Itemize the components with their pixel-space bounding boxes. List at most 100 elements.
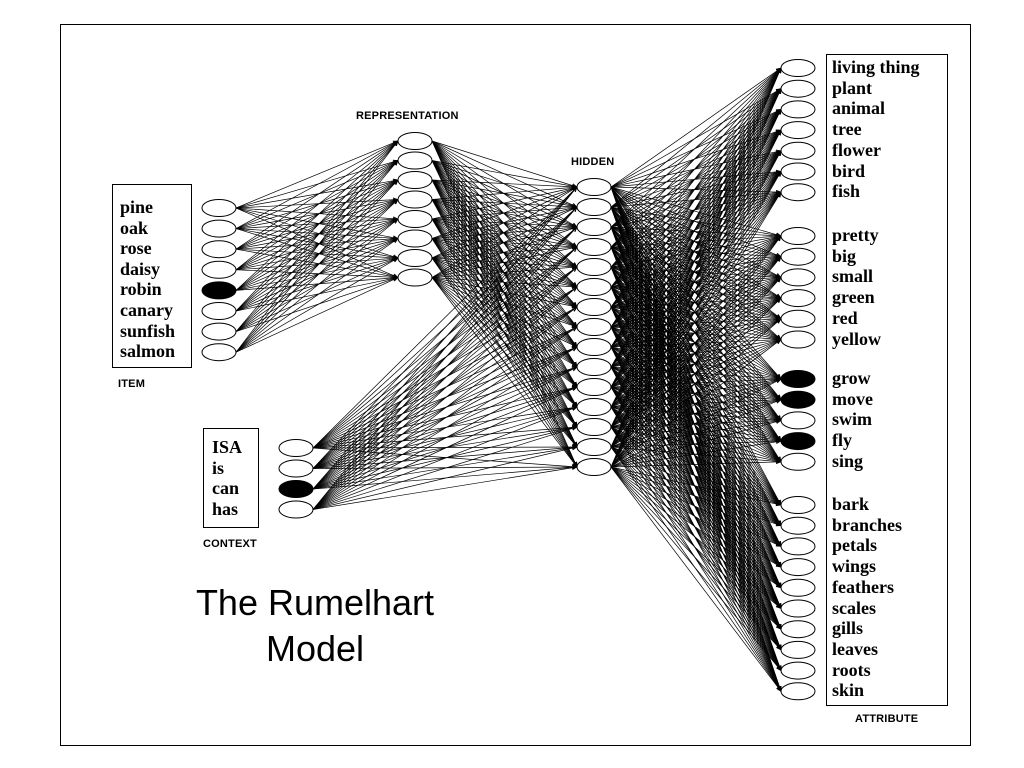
connection-arrow — [235, 239, 398, 271]
connection-arrow — [431, 277, 577, 348]
connection-arrow — [235, 207, 398, 239]
connection-arrow — [610, 466, 781, 526]
connection-arrow — [610, 68, 781, 348]
connection-arrow — [312, 207, 577, 510]
representation-unit — [397, 171, 433, 189]
connection-arrow — [235, 228, 398, 278]
connection-arrow — [235, 239, 398, 332]
connection-arrow — [610, 68, 782, 468]
slide-title-line1: The Rumelhart — [195, 582, 435, 623]
connection-arrow — [235, 219, 398, 229]
connection-arrow — [235, 180, 398, 209]
slide-title: The Rumelhart Model — [150, 580, 480, 672]
attribute-unit-leaves — [780, 640, 816, 659]
word-bird: bird — [832, 160, 866, 181]
connection-arrow — [431, 140, 577, 187]
context-unit-can — [278, 480, 314, 498]
connection-arrow — [610, 466, 781, 567]
connection-arrow — [235, 278, 398, 312]
connection-arrow — [235, 200, 398, 332]
connection-arrow — [235, 180, 398, 229]
connection-arrow — [610, 340, 781, 468]
item-unit-robin — [201, 281, 237, 300]
attribute-unit-roots — [780, 661, 816, 680]
connection-arrow — [235, 219, 398, 250]
attribute-unit-feathers — [780, 578, 816, 597]
word-grow: grow — [832, 368, 871, 388]
connection-arrow — [235, 258, 398, 353]
connection-arrow — [610, 68, 781, 248]
connection-arrow — [610, 151, 781, 468]
connection-arrow — [235, 141, 398, 229]
representation-unit — [397, 151, 433, 170]
word-robin: robin — [120, 279, 162, 300]
word-bark: bark — [832, 494, 870, 514]
connection-arrow — [431, 187, 577, 259]
connection-arrow — [610, 426, 781, 505]
connection-arrow — [235, 141, 398, 291]
connection-arrow — [235, 228, 398, 258]
word-yellow: yellow — [832, 328, 881, 349]
connection-arrow — [235, 180, 398, 332]
connection-arrow — [610, 466, 781, 546]
connection-arrow — [610, 186, 781, 505]
connection-arrow — [431, 187, 577, 278]
attribute-unit-living-thing — [780, 59, 816, 77]
attribute-unit-bird — [780, 162, 816, 181]
hidden-unit — [576, 418, 612, 436]
connection-arrow — [235, 199, 398, 271]
unit-nodes — [201, 59, 816, 701]
connection-arrow — [235, 180, 398, 271]
connection-arrow — [610, 236, 781, 268]
context-unit-has — [278, 500, 314, 519]
connection-arrow — [610, 466, 781, 609]
connection-arrow — [312, 407, 577, 510]
connection-arrow — [312, 287, 577, 510]
attribute-unit-branches — [780, 516, 816, 535]
connection-arrow — [610, 68, 781, 388]
attribute-unit-big — [780, 247, 816, 266]
hidden-unit — [576, 298, 612, 316]
word-tree: tree — [832, 119, 862, 140]
connection-arrow — [312, 187, 577, 469]
connection-arrow — [235, 248, 398, 258]
connection-arrow — [312, 367, 577, 510]
connection-arrow — [235, 180, 398, 312]
attribute-unit-wings — [780, 558, 816, 577]
connection-arrow — [610, 192, 781, 468]
word-animal: animal — [832, 98, 886, 119]
hidden-unit — [576, 258, 612, 276]
connection-arrow — [312, 247, 577, 510]
connection-arrow — [235, 179, 398, 250]
hidden-unit — [576, 358, 612, 376]
connection-arrow — [431, 277, 577, 468]
word-salmon: salmon — [120, 341, 176, 362]
connection-arrow — [235, 269, 398, 278]
connection-arrow — [610, 89, 781, 468]
representation-unit — [397, 268, 433, 287]
connection-arrow — [610, 68, 781, 368]
connection-arrow — [235, 200, 398, 229]
attribute-unit-scales — [780, 599, 816, 618]
connection-arrow — [610, 326, 781, 505]
connection-arrow — [610, 130, 781, 468]
connection-arrow — [312, 187, 577, 449]
connection-arrow — [235, 200, 398, 312]
connection-arrow — [235, 219, 398, 312]
attribute-unit-petals — [780, 537, 816, 556]
word-fly: fly — [832, 430, 852, 451]
connection-arrow — [431, 160, 577, 188]
connection-arrow — [610, 466, 781, 505]
word-gills: gills — [832, 618, 864, 639]
hidden-unit — [576, 338, 612, 356]
connection-arrow — [235, 207, 398, 278]
representation-unit — [397, 249, 433, 267]
hidden-unit — [576, 238, 612, 256]
connection-arrow — [610, 236, 781, 288]
connection-arrow — [610, 298, 781, 468]
connection-arrow — [235, 258, 398, 271]
attribute-unit-bark — [780, 496, 816, 514]
attribute-unit-plant — [780, 79, 816, 98]
hidden-unit — [576, 458, 612, 476]
